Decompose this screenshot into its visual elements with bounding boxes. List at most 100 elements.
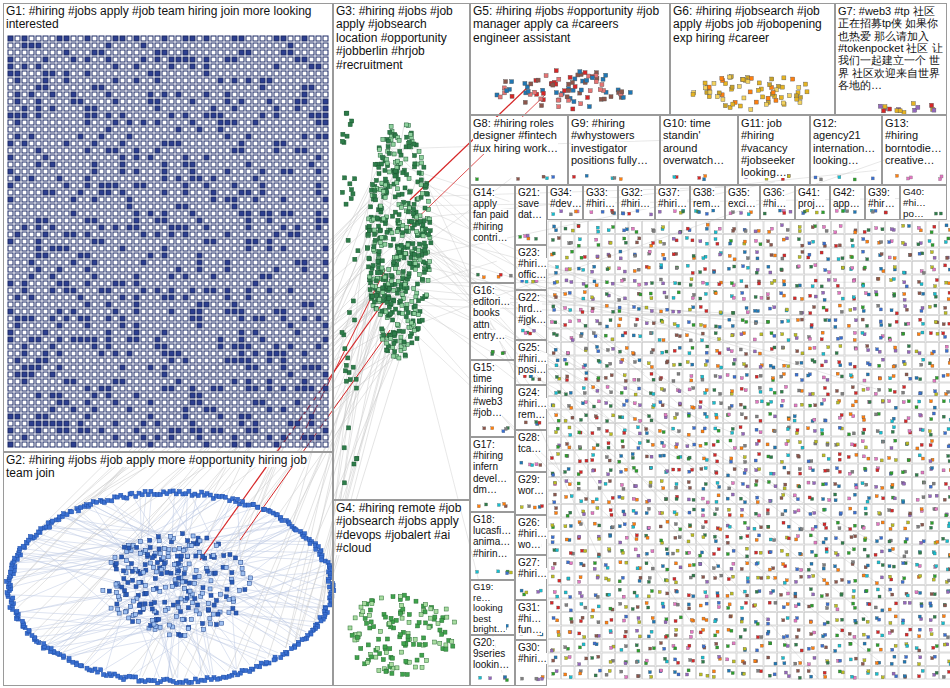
group-cell <box>710 599 723 612</box>
group-cell <box>724 383 737 396</box>
group-cell <box>589 653 602 666</box>
group-cell <box>562 235 575 248</box>
group-cell <box>886 289 899 302</box>
group-cell <box>859 235 872 248</box>
group-cell <box>737 329 750 342</box>
group-cell <box>764 289 777 302</box>
group-cell <box>899 626 912 639</box>
group-cell <box>940 653 950 666</box>
group-cell <box>886 599 899 612</box>
group-cell <box>602 235 615 248</box>
group-cell <box>643 235 656 248</box>
group-cell <box>683 667 696 680</box>
group-cell <box>899 586 912 599</box>
group-cell <box>764 505 777 518</box>
group-cell <box>737 626 750 639</box>
group-cell <box>791 667 804 680</box>
group-cell <box>832 464 845 477</box>
group-cell <box>737 221 750 234</box>
group-cell <box>589 491 602 504</box>
group-cell <box>643 289 656 302</box>
group-cell <box>791 397 804 410</box>
group-cell <box>832 316 845 329</box>
group-cell <box>656 518 669 531</box>
group-cell <box>886 545 899 558</box>
group-cell <box>602 572 615 585</box>
group-cell <box>751 532 764 545</box>
group-cell <box>562 626 575 639</box>
group-cell <box>616 316 629 329</box>
group-cell <box>697 559 710 572</box>
group-cell <box>548 599 561 612</box>
group-cell <box>940 343 950 356</box>
group-cell <box>805 640 818 653</box>
group-cell <box>778 370 791 383</box>
group-cell <box>724 653 737 666</box>
group-cell <box>602 532 615 545</box>
group-cell <box>913 316 926 329</box>
group-cell <box>845 491 858 504</box>
group-cell <box>643 464 656 477</box>
group-cell <box>926 289 939 302</box>
group-cell <box>913 464 926 477</box>
group-cell <box>683 491 696 504</box>
group-cell <box>845 505 858 518</box>
group-cell <box>940 316 950 329</box>
group-cell <box>899 653 912 666</box>
group-cell <box>805 235 818 248</box>
group-cell <box>872 410 885 423</box>
group-cell <box>832 491 845 504</box>
group-cell <box>791 410 804 423</box>
group-cell <box>859 316 872 329</box>
group-cell <box>683 626 696 639</box>
group-cell <box>737 410 750 423</box>
group-cell <box>656 640 669 653</box>
group-cell <box>778 491 791 504</box>
group-cell <box>845 410 858 423</box>
group-cell <box>656 586 669 599</box>
group-cell <box>656 289 669 302</box>
group-cell <box>697 262 710 275</box>
group-cell <box>872 505 885 518</box>
group-cell <box>818 329 831 342</box>
group-cell <box>737 491 750 504</box>
group-cell <box>710 464 723 477</box>
group-cell <box>548 572 561 585</box>
group-cell <box>670 640 683 653</box>
group-cell <box>899 302 912 315</box>
group-cell <box>764 316 777 329</box>
group-cell <box>710 437 723 450</box>
group-cell <box>940 221 950 234</box>
group-cell <box>764 518 777 531</box>
group-cell <box>926 248 939 261</box>
group-cell <box>656 275 669 288</box>
group-cell <box>926 586 939 599</box>
group-cell <box>616 559 629 572</box>
group-cell <box>575 532 588 545</box>
group-cell <box>710 545 723 558</box>
group-cell <box>899 383 912 396</box>
group-cell <box>629 505 642 518</box>
group-cell <box>845 640 858 653</box>
group-cell <box>805 464 818 477</box>
group-cell <box>832 235 845 248</box>
group-cell <box>913 613 926 626</box>
group-cell <box>751 275 764 288</box>
group-cell <box>575 464 588 477</box>
group-cell <box>845 451 858 464</box>
group-cell <box>643 329 656 342</box>
group-cell <box>697 653 710 666</box>
group-cell <box>832 640 845 653</box>
group-cell <box>872 275 885 288</box>
group-cell <box>724 410 737 423</box>
group-cell <box>602 397 615 410</box>
group-cell <box>859 248 872 261</box>
group-cell <box>629 235 642 248</box>
group-cell <box>886 221 899 234</box>
group-cell <box>845 586 858 599</box>
group-cell <box>751 653 764 666</box>
group-cell <box>926 626 939 639</box>
group-cell <box>629 599 642 612</box>
group-cell <box>670 356 683 369</box>
group-cell <box>886 559 899 572</box>
